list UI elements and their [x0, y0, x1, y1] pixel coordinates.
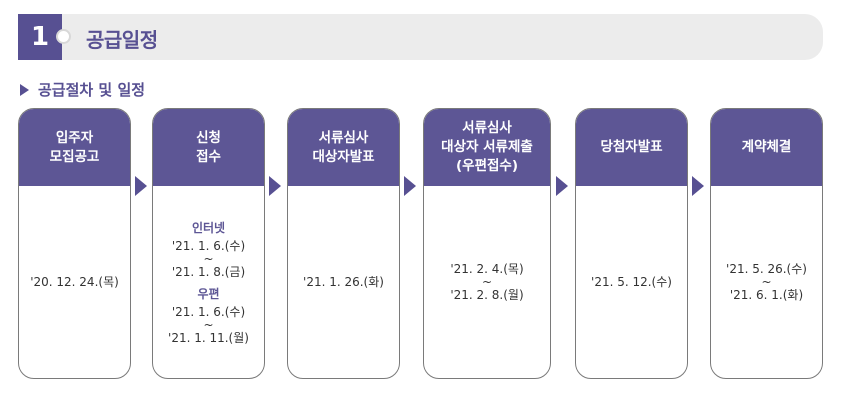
card-head-line: 서류심사 [318, 129, 369, 146]
online-to: '21. 1. 8.(금) [171, 265, 246, 279]
card-head: 서류심사 대상자 서류제출 (우편접수) [424, 109, 550, 186]
card-head-line: (우편접수) [455, 158, 519, 174]
card-body: '21. 5. 26.(수) ~ '21. 6. 1.(화) [711, 186, 822, 378]
card-head-line: 신청 [196, 129, 221, 146]
card-head: 입주자 모집공고 [19, 109, 130, 186]
card-head-line: 입주자 [55, 129, 94, 146]
card-head-line: 서류심사 [462, 120, 512, 136]
tilde: ~ [203, 318, 214, 332]
tilde: ~ [481, 275, 493, 289]
date-from: '21. 5. 26.(수) [726, 262, 807, 276]
step-card-review-announcement: 서류심사 대상자발표 '21. 1. 26.(화) [287, 108, 400, 379]
mail-from: '21. 1. 6.(수) [171, 305, 246, 319]
card-head-line: 당첨자발표 [600, 139, 663, 155]
card-date: '20. 12. 24.(목) [30, 275, 119, 289]
card-body: '21. 1. 26.(화) [288, 186, 399, 378]
card-body: '20. 12. 24.(목) [19, 186, 130, 378]
date-from: '21. 2. 4.(목) [450, 262, 524, 276]
section-title: 공급일정 [86, 28, 158, 52]
arrow-right-icon [404, 176, 416, 196]
triangle-bullet-icon [20, 83, 29, 96]
card-date: '21. 5. 12.(수) [591, 275, 672, 289]
tilde: ~ [203, 252, 214, 266]
card-head-line: 대상자 서류제출 [441, 139, 533, 155]
step-card-document-submission: 서류심사 대상자 서류제출 (우편접수) '21. 2. 4.(목) ~ '21… [423, 108, 551, 379]
arrow-right-icon [692, 176, 704, 196]
card-head: 계약체결 [711, 109, 822, 186]
card-body: 인터넷 '21. 1. 6.(수) ~ '21. 1. 8.(금) 우편 '21… [153, 186, 264, 378]
date-to: '21. 2. 8.(월) [450, 288, 524, 302]
card-head: 신청 접수 [153, 109, 264, 186]
subheading: 공급절차 및 일정 [20, 79, 145, 100]
date-to: '21. 6. 1.(화) [729, 288, 804, 302]
step-card-winner-announcement: 당첨자발표 '21. 5. 12.(수) [575, 108, 688, 379]
online-label: 인터넷 [191, 221, 226, 235]
card-body: '21. 5. 12.(수) [576, 186, 687, 378]
card-head-line: 대상자발표 [312, 148, 375, 165]
mail-to: '21. 1. 11.(월) [168, 331, 249, 345]
step-card-application: 신청 접수 인터넷 '21. 1. 6.(수) ~ '21. 1. 8.(금) … [152, 108, 265, 379]
online-from: '21. 1. 6.(수) [171, 239, 246, 253]
section-header-bar [18, 14, 823, 60]
section-number: 1 [18, 14, 62, 60]
arrow-right-icon [269, 176, 281, 196]
arrow-right-icon [135, 176, 147, 196]
card-head: 당첨자발표 [576, 109, 687, 186]
arrow-right-icon [556, 176, 568, 196]
bullet-dot-icon [56, 29, 71, 44]
step-card-announcement: 입주자 모집공고 '20. 12. 24.(목) [18, 108, 131, 379]
card-date: '21. 1. 26.(화) [303, 275, 384, 289]
tilde: ~ [761, 275, 772, 289]
card-head-line: 모집공고 [49, 148, 100, 165]
card-head: 서류심사 대상자발표 [288, 109, 399, 186]
mail-label: 우편 [197, 287, 220, 301]
card-head-line: 계약체결 [741, 139, 792, 155]
step-card-contract: 계약체결 '21. 5. 26.(수) ~ '21. 6. 1.(화) [710, 108, 823, 379]
subheading-text: 공급절차 및 일정 [38, 81, 146, 99]
card-head-line: 접수 [196, 148, 221, 165]
card-body: '21. 2. 4.(목) ~ '21. 2. 8.(월) [424, 186, 550, 378]
